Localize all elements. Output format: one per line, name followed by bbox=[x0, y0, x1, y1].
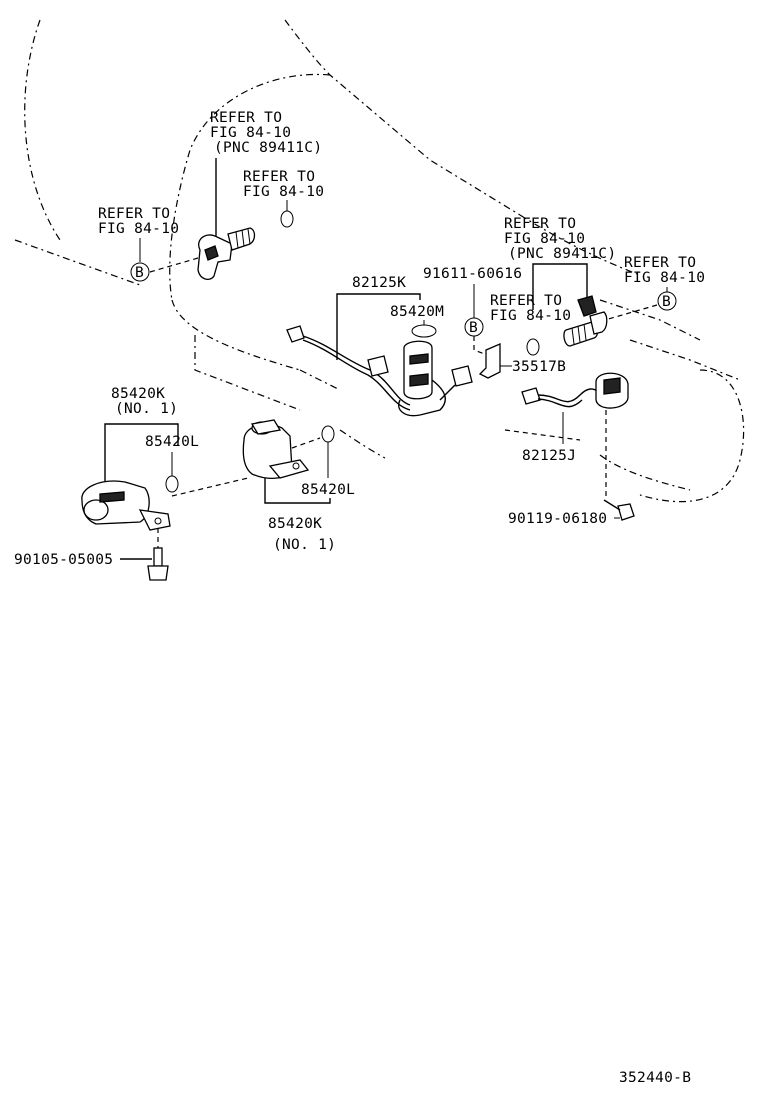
callout-refer-c: REFER TO FIG 84-10 B bbox=[98, 206, 199, 282]
label-85420K-left: 85420K (NO. 1) bbox=[104, 386, 179, 485]
figure-number: 352440-B bbox=[619, 1070, 691, 1086]
callout-refer-d: REFER TO FIG 84-10 (PNC 89411C) bbox=[504, 216, 616, 310]
marker-b-center: B bbox=[464, 317, 484, 337]
callout-refer-a: REFER TO FIG 84-10 (PNC 89411C) bbox=[210, 110, 322, 236]
svg-text:85420M: 85420M bbox=[390, 304, 444, 320]
solenoid-left-part bbox=[81, 477, 249, 531]
svg-text:82125K: 82125K bbox=[352, 275, 406, 291]
right-speed-sensor-part bbox=[563, 295, 608, 347]
svg-text:B: B bbox=[662, 294, 671, 310]
callout-refer-d-line1: REFER TO bbox=[504, 216, 576, 232]
label-85420M: 85420M bbox=[390, 304, 444, 338]
label-85420K-right: 85420K (NO. 1) bbox=[264, 478, 336, 553]
wire-harness-82125K-part bbox=[286, 325, 473, 417]
svg-text:(NO. 1): (NO. 1) bbox=[273, 537, 336, 553]
label-91611-60616: 91611-60616 B bbox=[423, 266, 522, 357]
svg-text:90119-06180: 90119-06180 bbox=[508, 511, 607, 527]
label-85420L-left: 85420L bbox=[145, 434, 199, 493]
svg-text:B: B bbox=[135, 265, 144, 281]
label-90119-06180: 90119-06180 bbox=[508, 410, 620, 527]
svg-text:35517B: 35517B bbox=[512, 359, 566, 375]
svg-text:85420K: 85420K bbox=[111, 386, 165, 402]
callout-refer-f: REFER TO FIG 84-10 bbox=[490, 293, 571, 356]
elbow-connector-part bbox=[197, 227, 256, 281]
callout-refer-e: REFER TO FIG 84-10 B bbox=[604, 255, 705, 321]
svg-text:91611-60616: 91611-60616 bbox=[423, 266, 522, 282]
label-35517B: 35517B bbox=[500, 359, 566, 375]
callout-refer-a-line1: REFER TO bbox=[210, 110, 282, 126]
callout-refer-a-line3: (PNC 89411C) bbox=[214, 140, 322, 156]
callout-refer-b-line1: REFER TO bbox=[243, 169, 315, 185]
label-85420L-right: 85420L bbox=[301, 425, 355, 498]
callout-refer-c-line2: FIG 84-10 bbox=[98, 221, 179, 237]
label-82125J: 82125J bbox=[522, 412, 576, 464]
label-82125K: 82125K bbox=[336, 275, 421, 360]
solenoid-right-part bbox=[242, 419, 321, 480]
callout-refer-b: REFER TO FIG 84-10 bbox=[243, 169, 324, 228]
housing-outline bbox=[14, 19, 745, 503]
callout-refer-e-line1: REFER TO bbox=[624, 255, 696, 271]
bracket-35517B-part bbox=[478, 343, 501, 379]
bolt-90105-part bbox=[147, 528, 169, 581]
marker-b-right: B bbox=[657, 291, 677, 311]
svg-text:85420K: 85420K bbox=[268, 516, 322, 532]
callout-refer-f-line2: FIG 84-10 bbox=[490, 308, 571, 324]
bolt-90119-part bbox=[603, 499, 635, 521]
svg-text:85420L: 85420L bbox=[145, 434, 199, 450]
svg-text:82125J: 82125J bbox=[522, 448, 576, 464]
callout-refer-d-line3: (PNC 89411C) bbox=[508, 246, 616, 262]
callout-refer-b-line2: FIG 84-10 bbox=[243, 184, 324, 200]
marker-b-left: B bbox=[130, 262, 150, 282]
svg-text:B: B bbox=[469, 320, 478, 336]
callout-refer-f-line1: REFER TO bbox=[490, 293, 562, 309]
callout-refer-d-line2: FIG 84-10 bbox=[504, 231, 585, 247]
wire-harness-82125J-part bbox=[521, 372, 629, 409]
svg-text:(NO. 1): (NO. 1) bbox=[115, 401, 178, 417]
label-90105-05005: 90105-05005 bbox=[14, 552, 152, 568]
callout-refer-e-line2: FIG 84-10 bbox=[624, 270, 705, 286]
callout-refer-a-line2: FIG 84-10 bbox=[210, 125, 291, 141]
svg-text:90105-05005: 90105-05005 bbox=[14, 552, 113, 568]
callout-refer-c-line1: REFER TO bbox=[98, 206, 170, 222]
svg-text:85420L: 85420L bbox=[301, 482, 355, 498]
